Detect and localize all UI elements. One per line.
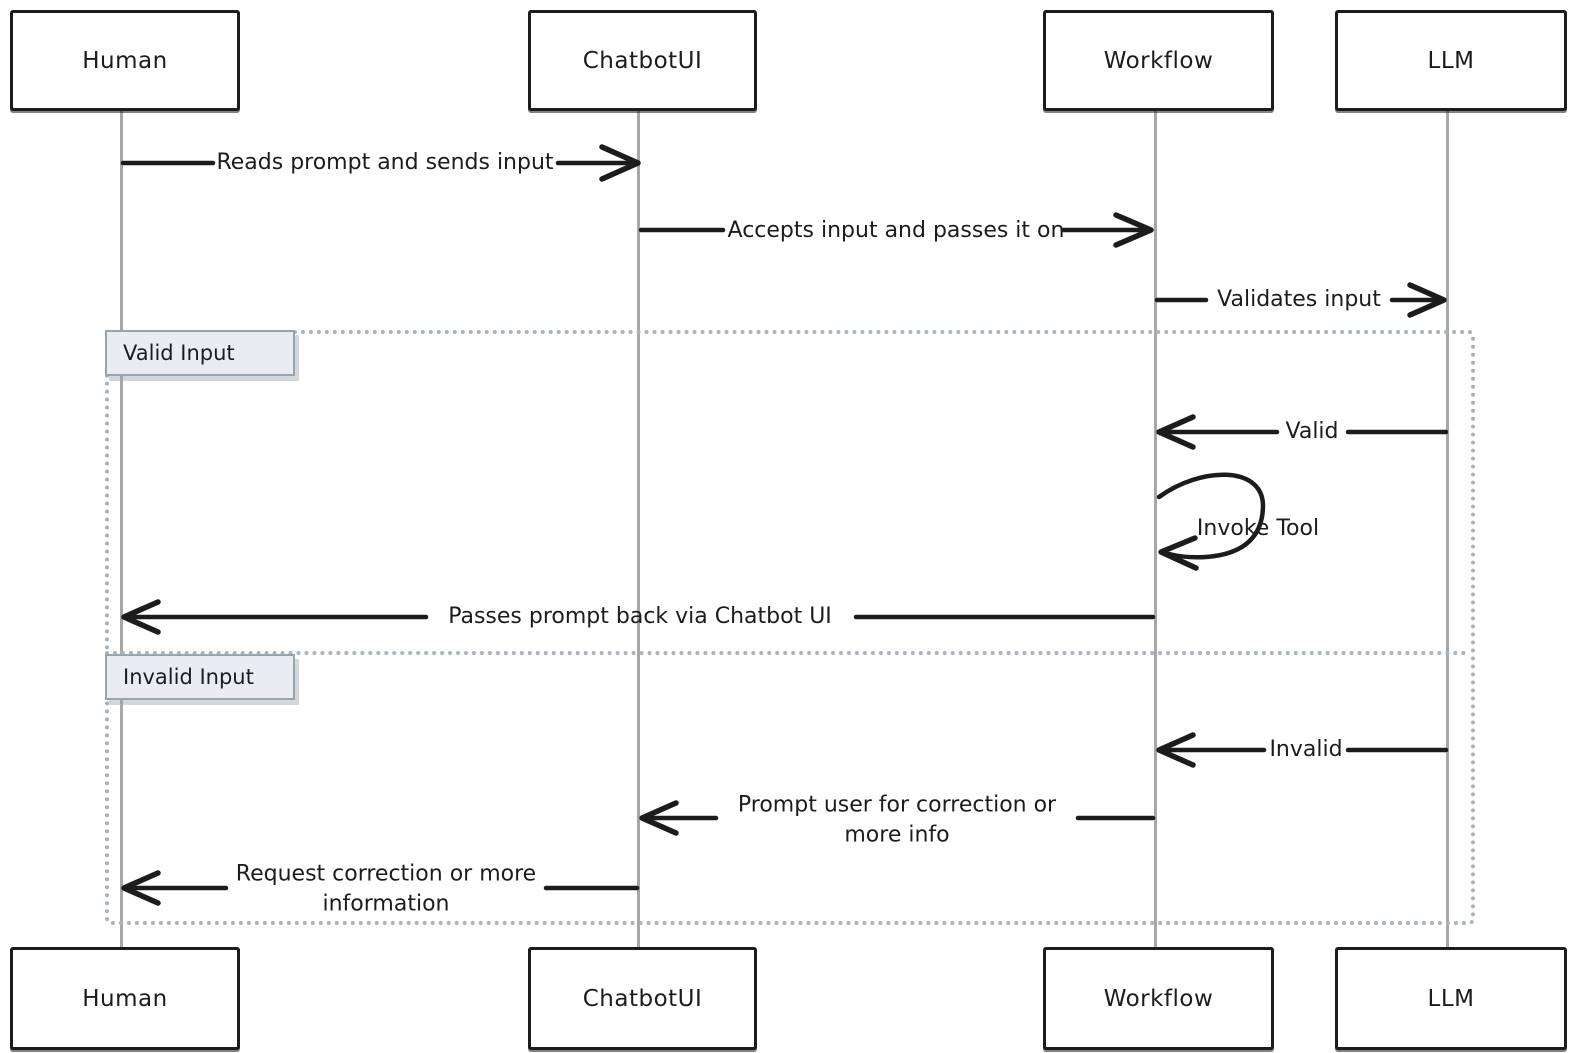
actor-bottom-human-label: Human [82, 985, 168, 1012]
arrow-accepts-input [638, 212, 1154, 248]
actor-bottom-chatbotui-label: ChatbotUI [582, 985, 703, 1012]
alt-frame [105, 330, 1475, 925]
message-prompt-user: Prompt user for correction or more info [737, 792, 1057, 847]
section-label-valid-input: Valid Input [105, 330, 295, 376]
message-accepts-input: Accepts input and passes it on [727, 218, 1065, 244]
actor-bottom-chatbotui: ChatbotUI [528, 947, 757, 1050]
arrow-request-correction [121, 870, 640, 906]
message-request-correction: Request correction or more information [235, 861, 537, 916]
arrow-valid [1156, 414, 1449, 450]
section-label-invalid-text: Invalid Input [123, 665, 254, 689]
actor-bottom-llm: LLM [1335, 947, 1567, 1050]
message-invalid: Invalid [1269, 737, 1343, 763]
actor-top-human: Human [10, 10, 240, 111]
actor-bottom-workflow: Workflow [1043, 947, 1274, 1050]
message-invoke-tool: Invoke Tool [1196, 516, 1320, 542]
lifeline-llm [1446, 107, 1449, 947]
arrow-validates-input [1154, 282, 1447, 318]
actor-bottom-workflow-label: Workflow [1103, 985, 1214, 1012]
actor-top-chatbotui-label: ChatbotUI [582, 47, 703, 74]
actor-top-chatbotui: ChatbotUI [528, 10, 757, 111]
message-validates-input: Validates input [1217, 287, 1381, 313]
actor-top-llm: LLM [1335, 10, 1567, 111]
actor-top-human-label: Human [82, 47, 168, 74]
actor-top-workflow: Workflow [1043, 10, 1274, 111]
lifeline-human [120, 107, 123, 947]
section-label-valid-text: Valid Input [123, 341, 235, 365]
arrow-invoke-tool-selfloop [1156, 472, 1266, 571]
message-reads-prompt: Reads prompt and sends input [216, 150, 554, 176]
lifeline-chatbotui [637, 107, 640, 947]
message-passes-back: Passes prompt back via Chatbot UI [448, 604, 832, 630]
arrow-passes-back [121, 599, 1156, 635]
actor-bottom-human: Human [10, 947, 240, 1050]
arrow-reads-prompt [120, 144, 641, 182]
message-valid: Valid [1285, 419, 1339, 445]
actor-top-llm-label: LLM [1427, 47, 1475, 74]
section-label-invalid-input: Invalid Input [105, 654, 295, 700]
alt-section-divider [105, 651, 1467, 655]
lifeline-workflow [1154, 107, 1157, 947]
arrow-prompt-user [639, 800, 1156, 836]
arrow-invalid [1156, 732, 1449, 768]
actor-bottom-llm-label: LLM [1427, 985, 1475, 1012]
actor-top-workflow-label: Workflow [1103, 47, 1214, 74]
